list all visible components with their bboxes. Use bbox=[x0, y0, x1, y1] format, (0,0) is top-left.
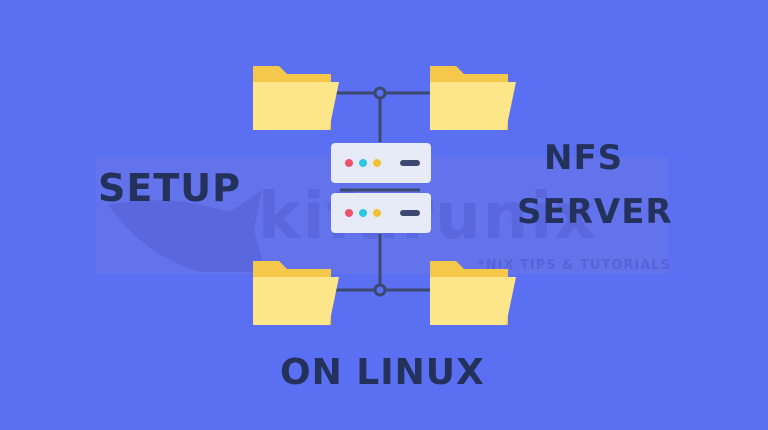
folder-icon bbox=[430, 261, 516, 325]
headline-server: SERVER bbox=[517, 192, 673, 232]
server-icon bbox=[331, 143, 431, 233]
folder-icon bbox=[430, 66, 516, 130]
network-connector-icon bbox=[336, 91, 432, 292]
watermark-tagline: *NIX TIPS & TUTORIALS bbox=[478, 258, 671, 273]
folder-icon bbox=[253, 66, 339, 130]
headline-on-linux: ON LINUX bbox=[280, 352, 485, 393]
headline-setup: SETUP bbox=[98, 166, 241, 210]
rhino-logo-icon bbox=[108, 190, 266, 272]
headline-nfs: NFS bbox=[544, 138, 624, 178]
folder-icon bbox=[253, 261, 339, 325]
